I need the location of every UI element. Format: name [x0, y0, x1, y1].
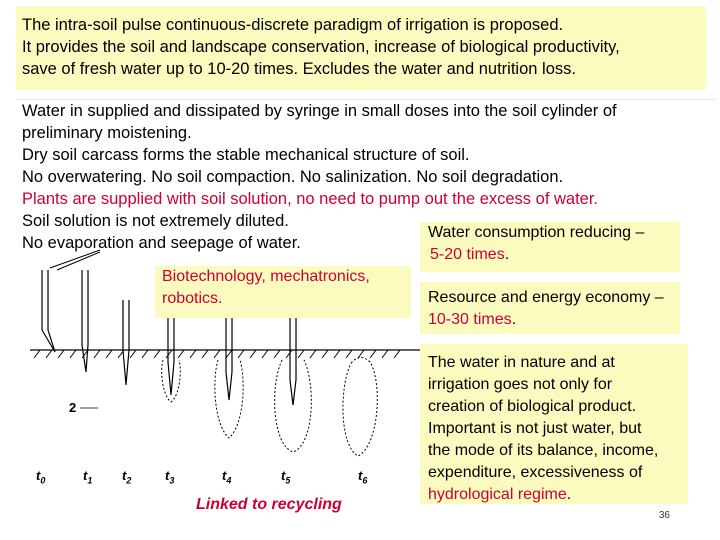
resource-text: Resource and energy economy – 10-30 time…: [428, 287, 664, 331]
moisture-zone-t6: [342, 357, 378, 457]
biotech-line: robotics.: [162, 290, 223, 307]
divider: [16, 99, 716, 100]
syringe-t2: [122, 300, 130, 386]
water-consumption-panel: [420, 222, 680, 272]
syringe-t3: [161, 318, 181, 403]
main-line: preliminary moistening.: [22, 124, 192, 142]
linked-to-recycling: Linked to recycling: [196, 496, 342, 513]
syringe-t5: [274, 318, 312, 453]
time-label-sub: 5: [285, 475, 291, 486]
biotech-line: Biotechnology, mechatronics,: [162, 268, 370, 285]
main-line: Water in supplied and dissipated by syri…: [22, 102, 617, 120]
time-label-t3: t3: [165, 468, 174, 486]
time-label-sub: 6: [362, 475, 368, 486]
water-consumption-value: 5-20 times: [430, 246, 505, 263]
time-label-sub: 4: [226, 475, 232, 486]
intro-block: The intra-soil pulse continuous-discrete…: [16, 6, 706, 90]
nature-line: irrigation goes not only for: [428, 376, 613, 393]
water-consumption-line: Water consumption reducing –: [428, 224, 645, 241]
resource-value-line: 10-30 times.: [428, 309, 664, 331]
water-consumption-suffix: .: [504, 246, 510, 263]
resource-suffix: .: [511, 311, 517, 328]
syringe-t0: [41, 249, 101, 353]
time-label-t4: t4: [222, 468, 231, 486]
time-label-sub: 2: [126, 475, 132, 486]
nature-line: Important is not just water, but: [428, 420, 642, 437]
resource-value: 10-30 times: [428, 311, 512, 328]
time-label-sub: 3: [169, 475, 175, 486]
time-label-letter: t: [83, 468, 88, 483]
nature-line: creation of biological product.: [428, 398, 637, 415]
main-line: No evaporation and seepage of water.: [22, 234, 301, 252]
intro-line: The intra-soil pulse continuous-discrete…: [22, 16, 564, 34]
nature-highlight-line: hydrological regime.: [428, 484, 658, 506]
time-label-letter: t: [36, 468, 41, 483]
soil-surface-hatches: [33, 349, 401, 359]
intro-line: save of fresh water up to 10-20 times. E…: [22, 60, 576, 78]
main-line: Soil solution is not extremely diluted.: [22, 212, 289, 230]
time-label-t1: t1: [83, 468, 92, 486]
time-label-letter: t: [165, 468, 170, 483]
main-line: No overwatering. No soil compaction. No …: [22, 168, 564, 186]
time-label-sub: 0: [40, 475, 46, 486]
main-text-block: Water in supplied and dissipated by syri…: [16, 100, 706, 254]
nature-highlight: hydrological regime: [428, 486, 567, 503]
water-consumption-text: Water consumption reducing – 5-20 times.: [428, 222, 644, 266]
time-label-sub: 1: [87, 475, 93, 486]
intro-line: It provides the soil and landscape conse…: [22, 38, 620, 56]
time-label-letter: t: [281, 468, 286, 483]
nature-line: The water in nature and at: [428, 354, 615, 371]
nature-panel: [420, 344, 688, 504]
water-consumption-value-line: 5-20 times.: [428, 244, 644, 266]
time-label-letter: t: [222, 468, 227, 483]
nature-line: the mode of its balance, income,: [428, 442, 659, 459]
time-label-t0: t0: [36, 468, 45, 486]
resource-panel: [420, 282, 680, 334]
nature-line: expenditure, excessiveness of: [428, 464, 643, 481]
time-label-letter: t: [122, 468, 127, 483]
biotech-panel: [155, 266, 411, 318]
time-label-letter: t: [358, 468, 363, 483]
main-line-highlight: Plants are supplied with soil solution, …: [22, 190, 599, 208]
biotech-text: Biotechnology, mechatronics, robotics.: [162, 266, 370, 310]
resource-line: Resource and energy economy –: [428, 289, 664, 306]
syringe-t1: [81, 270, 89, 373]
time-label-t5: t5: [281, 468, 290, 486]
nature-suffix: .: [566, 486, 572, 503]
time-label-t2: t2: [122, 468, 131, 486]
nature-text: The water in nature and at irrigation go…: [428, 352, 658, 506]
main-line: Dry soil carcass forms the stable mechan…: [22, 146, 470, 164]
diagram-number-label: 2: [69, 400, 77, 415]
syringe-t4: [214, 318, 244, 439]
page-number: 36: [658, 510, 670, 521]
time-label-t6: t6: [358, 468, 367, 486]
